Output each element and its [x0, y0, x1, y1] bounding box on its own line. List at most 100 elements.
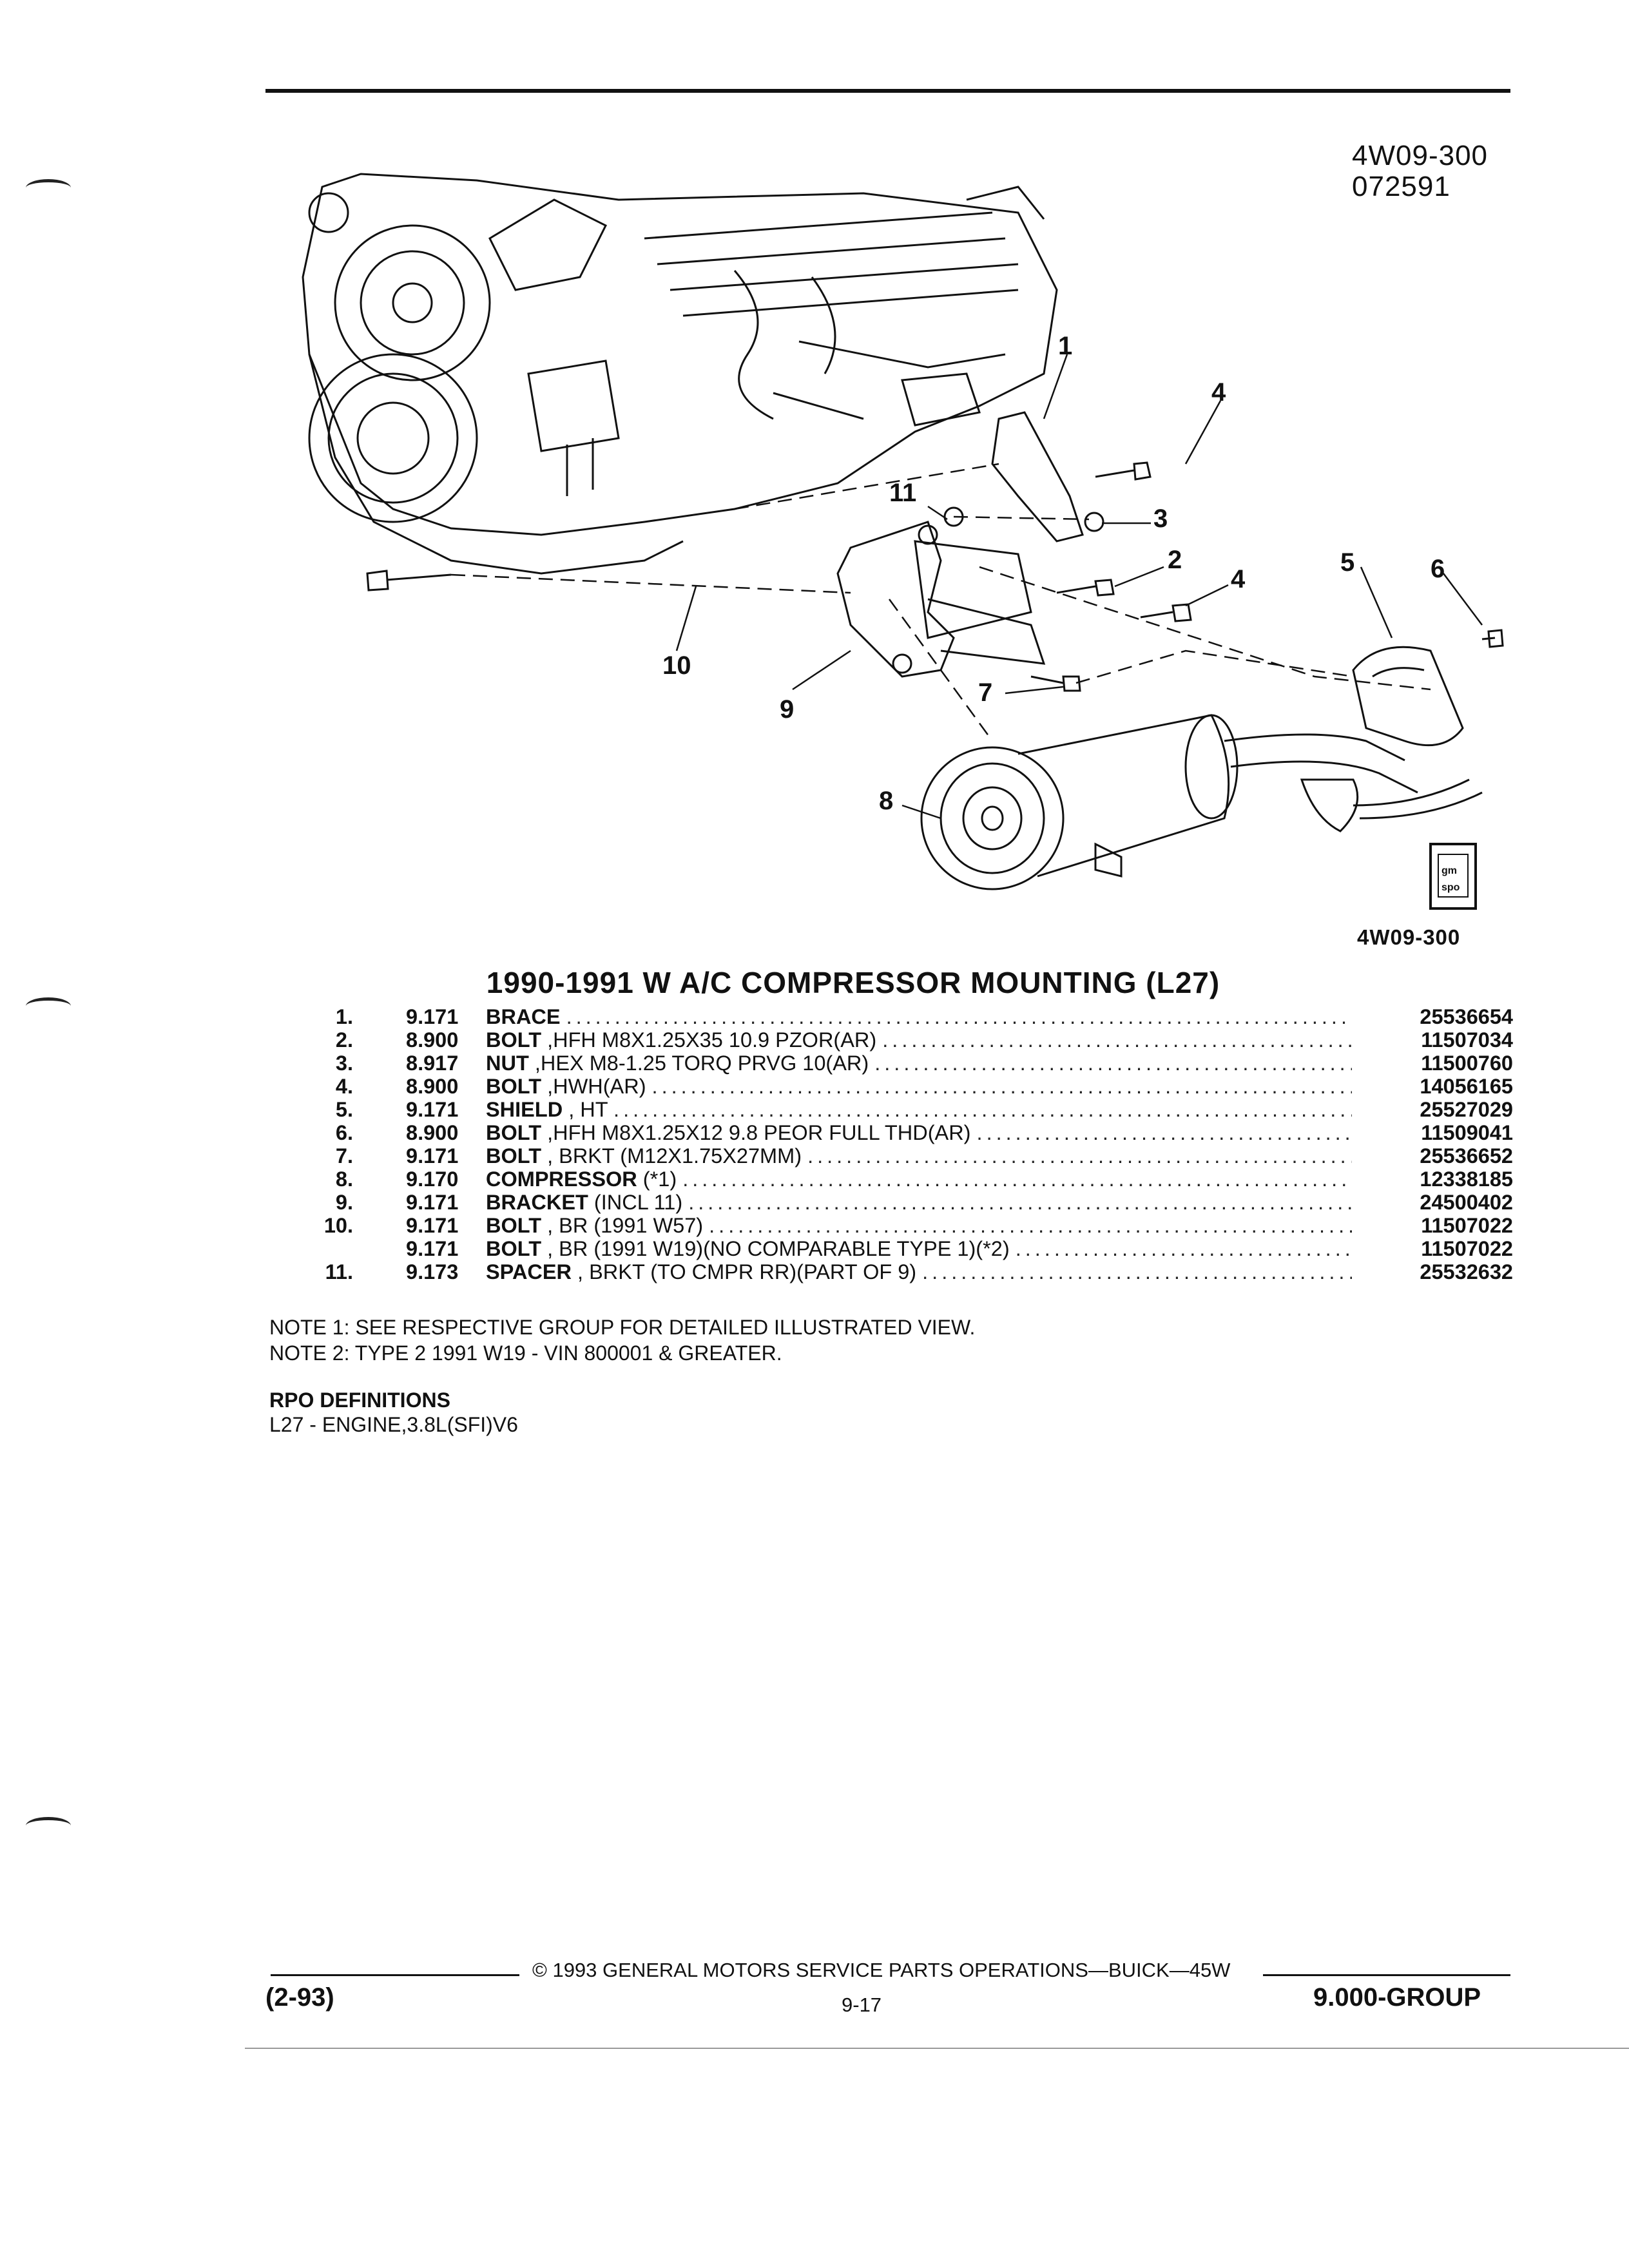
- binder-hole-mark: [26, 997, 71, 1015]
- part-name: SPACER: [486, 1260, 572, 1283]
- part-detail: , BRKT (TO CMPR RR)(PART OF 9): [572, 1260, 917, 1283]
- parts-row: 1. 9.171 BRACE ...........................…: [302, 1005, 1513, 1028]
- group-number: 9.171: [406, 1098, 459, 1121]
- bolt-part: [1095, 461, 1152, 481]
- item-number: 10.: [323, 1214, 353, 1237]
- svg-text:10: 10: [662, 651, 691, 680]
- part-number: 12338185: [1420, 1168, 1513, 1191]
- part-description: BOLT , BR (1991 W57) ...................…: [486, 1214, 1352, 1237]
- part-name: BOLT: [486, 1237, 542, 1260]
- leader-dots: ........................................…: [976, 1121, 1352, 1144]
- footer-group: 9.000-GROUP: [1313, 1983, 1481, 2012]
- leader-dots: ........................................…: [651, 1075, 1352, 1098]
- part-name: BRACE: [486, 1005, 561, 1028]
- part-detail: (INCL 11): [588, 1191, 683, 1214]
- figure-code: 4W09-300 072591: [1352, 140, 1489, 202]
- parts-row: 9. 9.171 BRACKET (INCL 11) ...............…: [302, 1191, 1513, 1214]
- top-rule: [265, 89, 1510, 93]
- part-detail: ,HFH M8X1.25X12 9.8 PEOR FULL THD(AR): [541, 1121, 971, 1144]
- part-detail: ,HWH(AR): [541, 1075, 646, 1098]
- svg-text:4: 4: [1231, 565, 1246, 593]
- group-number: 9.170: [406, 1168, 459, 1191]
- part-description: SPACER , BRKT (TO CMPR RR)(PART OF 9) ..…: [486, 1260, 1352, 1283]
- footer-rule: [1263, 1974, 1510, 1976]
- group-number: 8.900: [406, 1028, 459, 1052]
- item-number: 3.: [335, 1052, 353, 1075]
- leader-dots: ........................................…: [922, 1260, 1352, 1283]
- part-description: BOLT , BR (1991 W19)(NO COMPARABLE TYPE …: [486, 1237, 1352, 1260]
- part-number: 25536652: [1420, 1144, 1513, 1168]
- part-number: 25532632: [1420, 1260, 1513, 1283]
- footer-rule: [271, 1974, 519, 1976]
- part-name: BOLT: [486, 1075, 542, 1098]
- svg-text:3: 3: [1153, 505, 1168, 533]
- item-number: 11.: [325, 1260, 353, 1283]
- part-description: COMPRESSOR (*1) ........................…: [486, 1168, 1352, 1191]
- part-number: 11507022: [1421, 1214, 1513, 1237]
- engine-drawing: [302, 173, 1058, 575]
- group-number: 9.171: [406, 1191, 459, 1214]
- part-description: NUT ,HEX M8-1.25 TORQ PRVG 10(AR) ......…: [486, 1052, 1352, 1075]
- part-name: BOLT: [486, 1121, 542, 1144]
- bracket-part: [836, 521, 955, 678]
- part-number: 11507034: [1421, 1028, 1513, 1052]
- leader-dots: ........................................…: [709, 1214, 1352, 1237]
- figure-caption-code: 4W09-300: [1357, 925, 1461, 949]
- binder-hole-mark: [26, 1817, 71, 1834]
- parts-row: 2. 8.900 BOLT ,HFH M8X1.25X35 10.9 PZOR(AR…: [302, 1028, 1513, 1052]
- item-number: 1.: [335, 1005, 353, 1028]
- part-name: COMPRESSOR: [486, 1168, 637, 1191]
- svg-text:4: 4: [1211, 378, 1226, 407]
- part-name: BOLT: [486, 1144, 542, 1168]
- part-description: BOLT ,HFH M8X1.25X12 9.8 PEOR FULL THD(A…: [486, 1121, 1352, 1144]
- item-number: 6.: [335, 1121, 353, 1144]
- part-name: BRACKET: [486, 1191, 588, 1214]
- leader-dots: ........................................…: [613, 1098, 1352, 1121]
- rpo-definitions: RPO DEFINITIONS L27 - ENGINE,3.8L(SFI)V6: [269, 1388, 518, 1437]
- nut-part: [1084, 512, 1104, 532]
- page-title: 1990-1991 W A/C COMPRESSOR MOUNTING (L27…: [486, 966, 1220, 999]
- footer-copyright: © 1993 GENERAL MOTORS SERVICE PARTS OPER…: [532, 1959, 1231, 1981]
- part-number: 11500760: [1421, 1052, 1513, 1075]
- group-number: 8.917: [406, 1052, 459, 1075]
- svg-text:7: 7: [978, 678, 992, 707]
- part-description: BRACKET (INCL 11) ......................…: [486, 1191, 1352, 1214]
- part-number: 14056165: [1420, 1075, 1513, 1098]
- svg-text:6: 6: [1431, 555, 1445, 583]
- leader-dots: ........................................…: [807, 1144, 1352, 1168]
- scan-edge-line: [245, 2048, 1629, 2049]
- svg-text:8: 8: [879, 787, 893, 815]
- footer-date: (2-93): [265, 1983, 334, 2012]
- svg-text:gm: gm: [1441, 865, 1457, 876]
- part-description: BOLT , BRKT (M12X1.75X27MM) ............…: [486, 1144, 1352, 1168]
- parts-list: 1. 9.171 BRACE ...........................…: [302, 1005, 1513, 1283]
- part-detail: , HT: [563, 1098, 608, 1121]
- part-detail: ,HEX M8-1.25 TORQ PRVG 10(AR): [528, 1052, 869, 1075]
- svg-text:5: 5: [1340, 548, 1354, 577]
- part-description: BRACE ..................................…: [486, 1005, 1352, 1028]
- notes: NOTE 1: SEE RESPECTIVE GROUP FOR DETAILE…: [269, 1314, 975, 1366]
- parts-row: 3. 8.917 NUT ,HEX M8-1.25 TORQ PRVG 10(AR)…: [302, 1052, 1513, 1075]
- svg-text:2: 2: [1168, 546, 1182, 574]
- item-number: 2.: [335, 1028, 353, 1052]
- item-number: 8.: [335, 1168, 353, 1191]
- part-description: BOLT ,HFH M8X1.25X35 10.9 PZOR(AR) .....…: [486, 1028, 1352, 1052]
- parts-row: 8. 9.170 COMPRESSOR (*1) .................…: [302, 1168, 1513, 1191]
- part-detail: (*1): [637, 1168, 677, 1191]
- item-number: 9.: [335, 1191, 353, 1214]
- note-2: NOTE 2: TYPE 2 1991 W19 - VIN 800001 & G…: [269, 1341, 782, 1365]
- rpo-item: L27 - ENGINE,3.8L(SFI)V6: [269, 1413, 518, 1436]
- svg-text:9: 9: [780, 695, 794, 724]
- leader-dots: ........................................…: [682, 1168, 1352, 1191]
- part-number: 11507022: [1421, 1237, 1513, 1260]
- leader-dots: ........................................…: [1015, 1237, 1352, 1260]
- item-number: 7.: [335, 1144, 353, 1168]
- callout-numbers: 1 4 3 2 4 5 6 7 8 9 10 11: [662, 332, 1445, 815]
- item-number: 4.: [335, 1075, 353, 1098]
- part-number: 11509041: [1421, 1121, 1513, 1144]
- group-number: 9.171: [406, 1005, 459, 1028]
- compressor-drawing: [920, 714, 1483, 890]
